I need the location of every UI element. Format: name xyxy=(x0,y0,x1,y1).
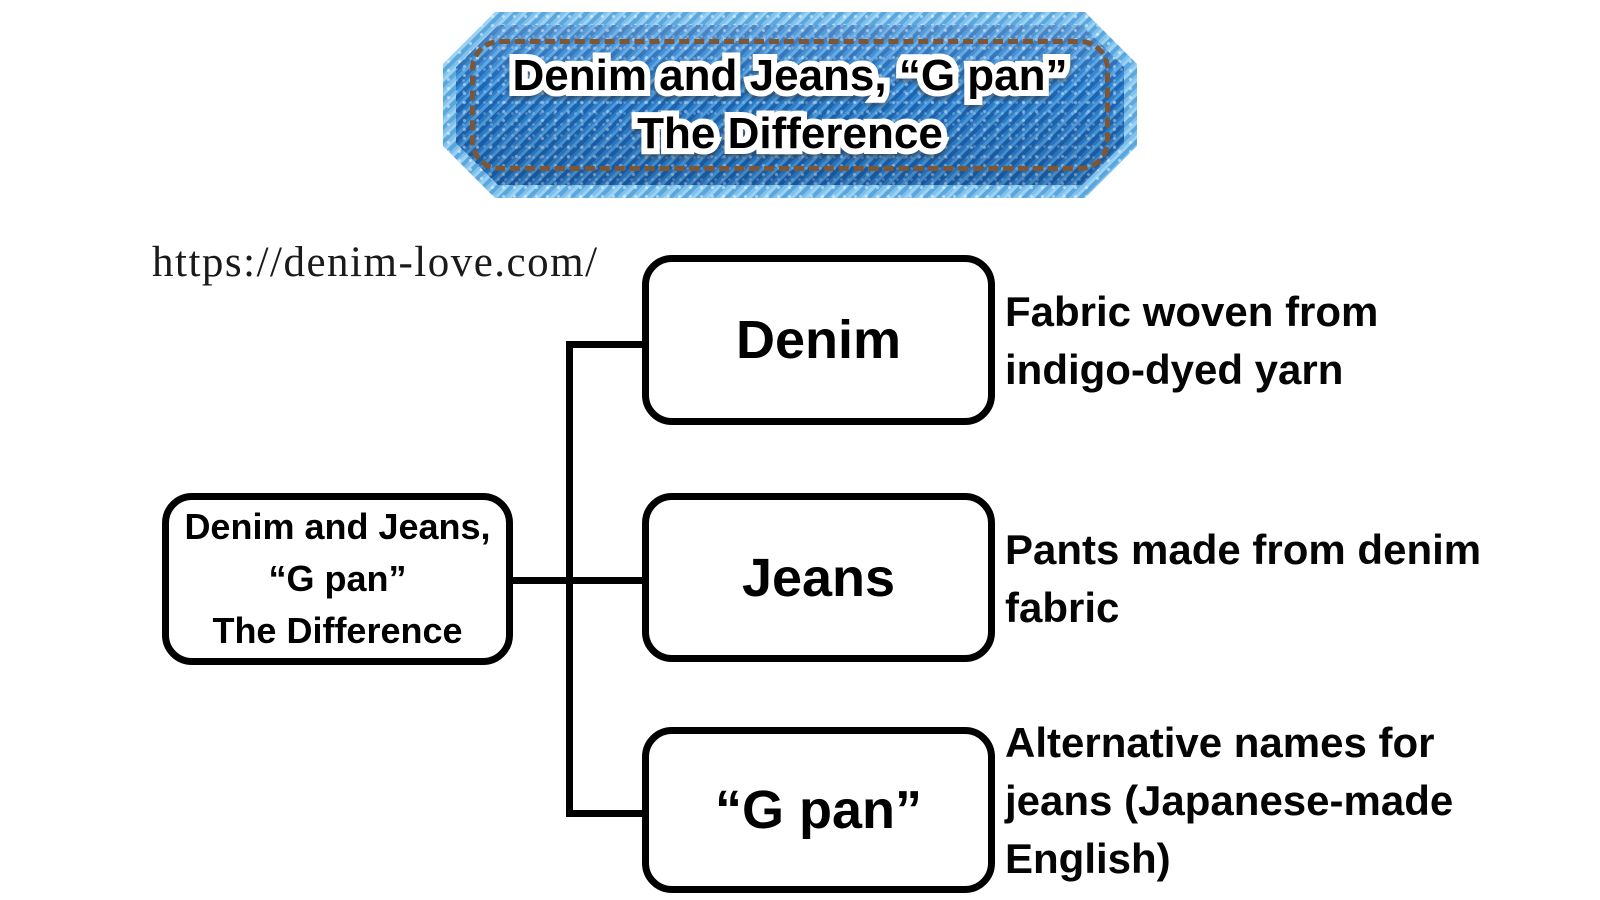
node-box-denim: Denim xyxy=(642,255,995,425)
node-label-denim: Denim xyxy=(735,310,902,370)
source-url: https://denim-love.com/ xyxy=(152,239,599,286)
banner-title-line1: Denim and Jeans, “G pan” Denim and Jeans… xyxy=(512,47,1067,105)
description-line: Pants made from denim xyxy=(1005,526,1482,573)
root-box-line2: “G pan” xyxy=(268,558,407,599)
node-label-jeans: Jeans xyxy=(741,547,896,608)
node-label-gpan: “G pan” xyxy=(714,780,922,840)
denim-banner: Denim and Jeans, “G pan” Denim and Jeans… xyxy=(443,12,1137,198)
root-box-text: Denim and Jeans, “G pan” The Difference xyxy=(184,501,490,657)
description-line: jeans (Japanese-made xyxy=(1005,777,1454,824)
description-denim: Fabric woven from indigo-dyed yarn xyxy=(1005,283,1378,399)
description-line: fabric xyxy=(1005,584,1120,631)
connector-branch-denim xyxy=(566,341,646,348)
connector-branch-gpan xyxy=(566,810,646,817)
banner-title-line2-text: The Difference xyxy=(637,109,943,158)
root-box: Denim and Jeans, “G pan” The Difference xyxy=(162,493,513,665)
node-box-gpan: “G pan” xyxy=(642,727,995,893)
banner-title-line2: The Difference The Difference xyxy=(637,105,943,163)
node-box-jeans: Jeans xyxy=(642,493,995,662)
root-box-line3: The Difference xyxy=(212,610,463,651)
description-line: Alternative names for xyxy=(1005,719,1435,766)
banner-title-line2-outline: The Difference xyxy=(637,109,943,158)
description-gpan: Alternative names for jeans (Japanese-ma… xyxy=(1005,714,1453,888)
description-line: English) xyxy=(1005,835,1171,882)
stitch-border xyxy=(470,39,1110,171)
banner-title-line1-outline: Denim and Jeans, “G pan” xyxy=(512,51,1068,100)
root-box-line1: Denim and Jeans, xyxy=(184,506,491,547)
description-line: Fabric woven from xyxy=(1005,288,1379,335)
connector-branch-jeans xyxy=(505,577,646,584)
banner-title-line1-text: Denim and Jeans, “G pan” xyxy=(512,51,1068,100)
description-line: indigo-dyed yarn xyxy=(1005,346,1344,393)
description-jeans: Pants made from denim fabric xyxy=(1005,521,1481,637)
banner-title: Denim and Jeans, “G pan” Denim and Jeans… xyxy=(443,12,1137,198)
denim-banner-fabric xyxy=(456,25,1124,185)
